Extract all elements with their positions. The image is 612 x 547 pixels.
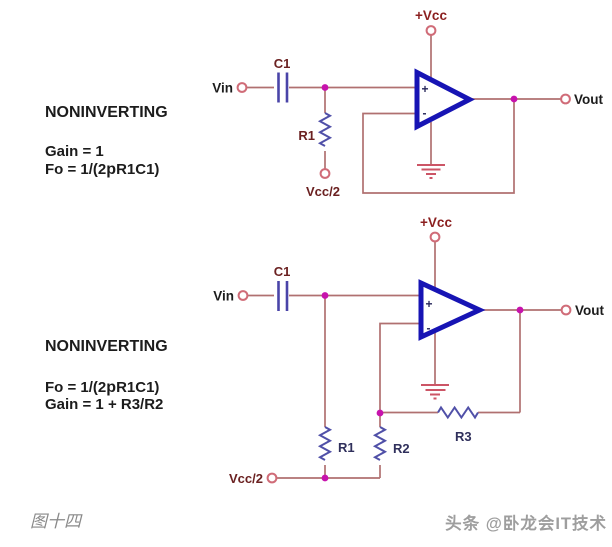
opamp-minus-input: - xyxy=(423,106,427,120)
resistor-r2 xyxy=(372,426,388,461)
vcc-label: +Vcc xyxy=(415,8,447,23)
top-circuit: + - +Vcc Vin C1 R1 Vcc/2 Vout xyxy=(212,8,603,199)
minus-input-wire xyxy=(379,322,422,413)
figure-caption: 图十四 xyxy=(30,512,83,532)
vcc-half-label: Vcc/2 xyxy=(306,184,340,199)
vin-terminal xyxy=(236,82,248,93)
vcc-half-terminal xyxy=(266,472,278,484)
capacitor-c1 xyxy=(277,72,289,103)
capacitor-c1 xyxy=(277,281,289,311)
junction-dot xyxy=(321,474,329,482)
resistor-r1 xyxy=(317,426,333,461)
vout-label: Vout xyxy=(574,92,603,107)
opamp-plus-input: + xyxy=(422,82,429,96)
vin-label: Vin xyxy=(212,81,233,96)
vin-terminal xyxy=(237,290,249,301)
feedback-wire xyxy=(362,99,515,194)
resistor-r1 xyxy=(317,112,333,147)
footer: 图十四 头条 @卧龙会IT技术 xyxy=(30,512,607,533)
bottom-fo-formula: Fo = 1/(2pR1C1) xyxy=(45,379,159,396)
c1-label: C1 xyxy=(274,264,291,279)
c1-label: C1 xyxy=(274,56,291,71)
bottom-circuit: + - +Vcc Vin C1 R1 R2 R3 Vcc/2 Vout xyxy=(213,215,604,486)
junction-dot xyxy=(376,409,384,417)
top-fo-formula: Fo = 1/(2pR1C1) xyxy=(45,161,159,178)
vcc-terminal xyxy=(429,231,441,243)
r3-label: R3 xyxy=(455,429,472,444)
resistor-r3 xyxy=(437,405,479,420)
junction-dot xyxy=(510,95,518,103)
opamp-triangle xyxy=(414,68,475,131)
pi-symbol: p xyxy=(106,379,116,396)
vcc-half-label: Vcc/2 xyxy=(229,471,263,486)
top-text-block: NONINVERTING Gain = 1 Fo = 1/(2pR1C1) xyxy=(45,104,168,178)
r1-label: R1 xyxy=(338,440,355,455)
top-circuit-title: NONINVERTING xyxy=(45,104,168,121)
vout-label: Vout xyxy=(575,303,604,318)
junction-dot xyxy=(321,292,329,299)
vcc-label: +Vcc xyxy=(420,215,452,230)
ground-symbol xyxy=(417,164,445,179)
vout-terminal xyxy=(560,93,571,105)
vcc-half-terminal xyxy=(319,168,331,179)
vin-label: Vin xyxy=(213,289,234,304)
top-gain-formula: Gain = 1 xyxy=(45,143,104,160)
pi-symbol: p xyxy=(106,161,116,178)
opamp-minus-input: - xyxy=(427,321,431,335)
bottom-circuit-title: NONINVERTING xyxy=(45,338,168,355)
vout-terminal xyxy=(560,304,572,316)
opamp-triangle xyxy=(418,279,486,341)
ground-symbol xyxy=(421,384,449,400)
bottom-gain-formula: Gain = 1 + R3/R2 xyxy=(45,396,163,413)
vcc-terminal xyxy=(425,25,437,36)
bottom-text-block: NONINVERTING Fo = 1/(2pR1C1) Gain = 1 + … xyxy=(45,338,168,413)
toutiao-watermark: 头条 @卧龙会IT技术 xyxy=(445,513,607,533)
opamp-plus-input: + xyxy=(426,297,433,311)
r2-label: R2 xyxy=(393,441,410,456)
junction-dot xyxy=(321,84,329,91)
junction-dot xyxy=(516,306,524,314)
r1-label: R1 xyxy=(298,128,315,143)
